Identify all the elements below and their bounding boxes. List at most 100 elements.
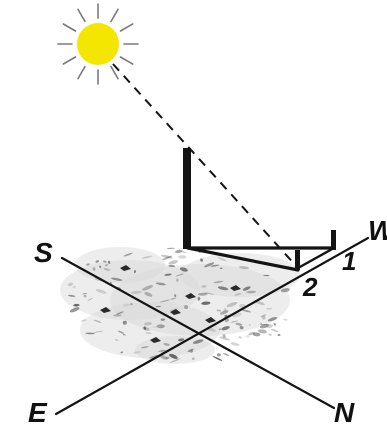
ground-speckle — [217, 257, 227, 262]
ground-speckle — [130, 290, 142, 294]
ground-speckle — [217, 353, 221, 357]
ground-speckle — [145, 332, 152, 335]
ground-blob — [75, 247, 165, 283]
gnomon-stick — [183, 148, 191, 249]
ground-mark — [230, 285, 241, 291]
ground-speckle — [268, 333, 272, 336]
ground-speckle — [226, 301, 238, 308]
sun-ray — [77, 8, 86, 23]
ground-speckle — [166, 247, 175, 250]
marker-1 — [331, 230, 336, 250]
ground-speckle — [130, 303, 133, 306]
ground-speckle — [155, 282, 166, 286]
ground-speckle — [200, 258, 203, 262]
ground-speckle — [111, 277, 123, 281]
ground-speckle — [201, 301, 211, 305]
ground-speckle — [116, 311, 124, 315]
line-east-west — [54, 236, 370, 416]
ground-speckle — [95, 289, 107, 294]
ground-speckle — [273, 323, 277, 326]
ground-speckle — [191, 357, 195, 360]
ground-speckle — [267, 317, 278, 322]
ground-speckle — [230, 320, 239, 323]
ground-speckle — [99, 265, 102, 269]
ground-speckle — [204, 292, 215, 295]
ground-blob — [110, 264, 290, 336]
ground-speckle — [260, 314, 267, 318]
ground-speckle — [144, 322, 152, 326]
ground-speckle — [223, 353, 230, 356]
ground-speckle — [179, 267, 188, 272]
ground-speckle — [160, 355, 168, 360]
ground-mark — [100, 307, 111, 313]
ground-mark — [205, 317, 216, 323]
ground-speckle — [85, 332, 95, 335]
ground-speckle — [217, 286, 229, 291]
ground-speckle — [164, 273, 172, 276]
ground-speckle — [197, 292, 208, 296]
ground-speckle — [72, 285, 76, 289]
ground-speckle — [120, 351, 124, 354]
ground-speckle — [133, 351, 142, 354]
ground-speckle — [178, 255, 187, 259]
ground-speckle — [239, 266, 249, 270]
sun-ray — [119, 56, 134, 65]
label-west: W — [368, 215, 387, 246]
sun-ray — [62, 23, 77, 32]
sun-ray — [110, 8, 119, 23]
ground-speckle — [69, 307, 80, 313]
ground-speckle — [192, 339, 204, 344]
ground-speckle — [210, 264, 220, 267]
ground-speckle — [246, 290, 257, 294]
ground-speckle — [160, 318, 166, 321]
ground-speckle — [240, 309, 252, 313]
ground-speckle — [234, 292, 242, 296]
sun-ray-dashed — [112, 63, 299, 269]
ground-speckle — [260, 322, 263, 324]
line-between-marks — [296, 246, 336, 270]
ground-speckle — [86, 263, 90, 266]
ground-speckle — [266, 308, 273, 310]
ground-mark — [185, 293, 196, 299]
ground-speckle — [158, 349, 166, 352]
ground-speckle — [133, 270, 137, 274]
ground-speckle — [162, 255, 173, 261]
ground-speckle — [141, 285, 153, 291]
ground-speckle — [143, 326, 147, 330]
ground-speckle — [252, 332, 261, 337]
marker-2 — [295, 250, 300, 270]
ground-speckle — [218, 328, 222, 331]
ground-speckle — [117, 330, 125, 334]
ground-blob — [80, 302, 220, 358]
ground-mark — [120, 265, 131, 271]
ground-speckle — [169, 358, 181, 363]
ground-speckle — [169, 308, 178, 312]
label-south: S — [34, 237, 53, 268]
ground-speckle — [187, 348, 194, 352]
ground-speckle — [113, 314, 122, 317]
ground-speckle — [168, 260, 179, 265]
ground-speckle — [248, 324, 251, 326]
ground-speckle — [68, 294, 76, 297]
ground-speckle — [165, 356, 170, 360]
ground-speckle — [242, 286, 251, 291]
ground-speckle — [219, 310, 229, 315]
ground-speckle — [176, 278, 179, 282]
ground-speckle — [92, 330, 104, 333]
label-mark-1: 1 — [342, 246, 356, 276]
ground-speckle — [255, 300, 265, 306]
ground-speckle — [103, 268, 111, 271]
ground-speckle — [238, 303, 246, 308]
ground-speckle — [73, 303, 80, 307]
ground-speckle — [122, 303, 131, 307]
ground-speckle — [212, 356, 223, 361]
ground-speckle — [262, 316, 266, 320]
label-east: E — [28, 397, 48, 428]
ground-speckle — [156, 324, 165, 329]
ground-speckle — [219, 336, 230, 341]
ground-speckle — [169, 353, 178, 359]
ground-speckle — [159, 299, 171, 303]
ground-speckle — [245, 334, 250, 338]
ground-speckle — [81, 319, 87, 322]
